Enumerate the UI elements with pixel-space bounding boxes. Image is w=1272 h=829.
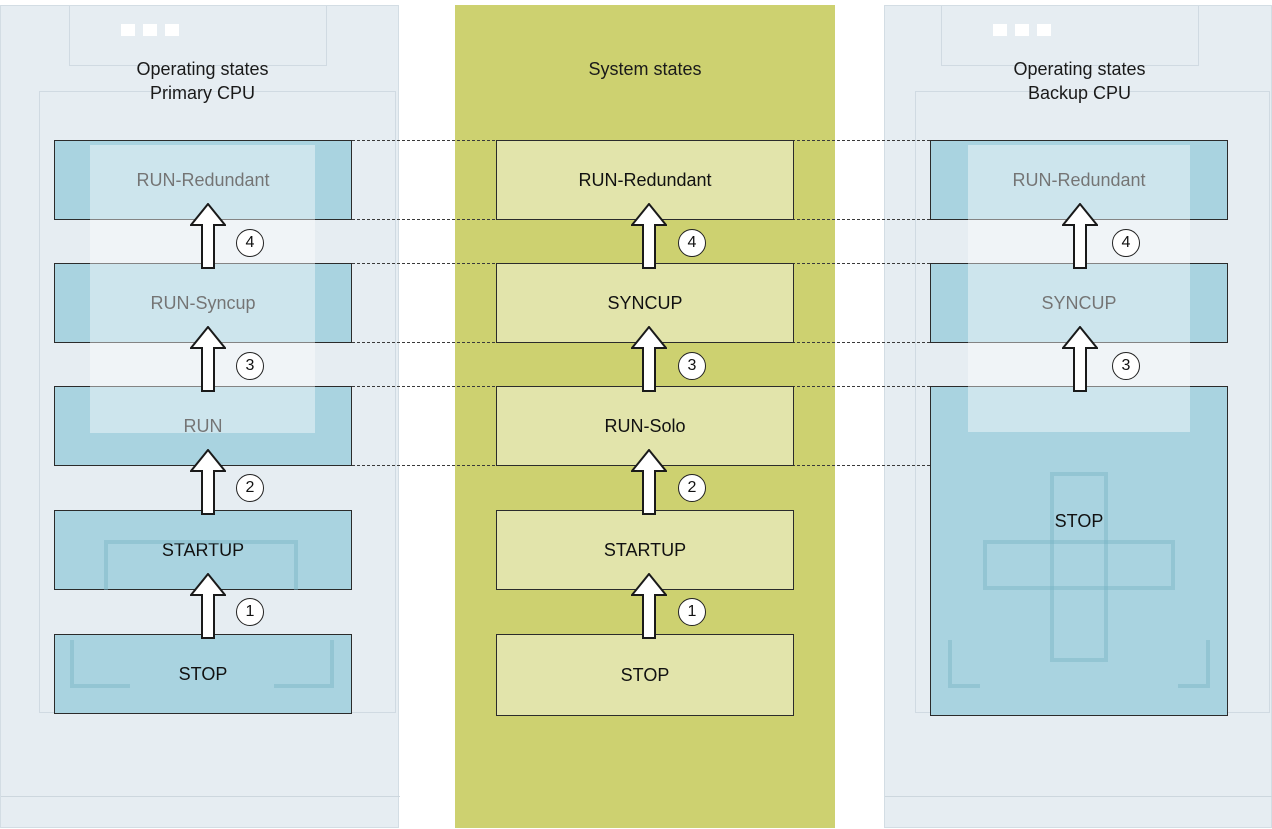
up-arrow-icon — [631, 573, 667, 639]
up-arrow-icon — [190, 449, 226, 515]
state-label: STOP — [178, 663, 228, 684]
system-state-syncup: SYNCUP — [496, 263, 794, 343]
system-state-run-redundant: RUN-Redundant — [496, 140, 794, 220]
primary-corner-decoration — [70, 640, 130, 688]
transition-number-badge: 1 — [678, 598, 706, 626]
system-state-run-solo: RUN-Solo — [496, 386, 794, 466]
state-label: RUN-Redundant — [578, 169, 712, 190]
state-label: SYNCUP — [607, 292, 683, 313]
up-arrow-icon — [190, 326, 226, 392]
backup-state-stop: STOP — [930, 386, 1228, 716]
backup-cpu-header: Operating states Backup CPU — [937, 57, 1222, 105]
system-state-stop: STOP — [496, 634, 794, 716]
system-state-startup: STARTUP — [496, 510, 794, 590]
state-label: STARTUP — [603, 539, 687, 560]
cpu-display-dots-icon — [121, 24, 181, 40]
primary-corner-decoration — [274, 640, 334, 688]
cpu-module-bottom-line — [885, 796, 1272, 797]
cpu-display-dots-icon — [993, 24, 1053, 40]
state-label: STARTUP — [161, 539, 245, 560]
transition-number-badge: 4 — [236, 229, 264, 257]
state-label: SYNCUP — [1041, 292, 1117, 313]
backup-bracket-decoration — [983, 540, 1175, 590]
backup-header-line-1: Operating states — [1013, 59, 1146, 79]
up-arrow-icon — [631, 449, 667, 515]
backup-corner-decoration — [948, 640, 980, 688]
primary-state-startup: STARTUP — [54, 510, 352, 590]
primary-bracket-decoration — [104, 540, 298, 590]
transition-number-badge: 3 — [1112, 352, 1140, 380]
transition-number-badge: 4 — [678, 229, 706, 257]
transition-number-badge: 3 — [236, 352, 264, 380]
backup-bracket-decoration — [1050, 472, 1108, 662]
transition-number-badge: 2 — [236, 474, 264, 502]
backup-corner-decoration — [1178, 640, 1210, 688]
state-label: STOP — [620, 664, 670, 685]
up-arrow-icon — [1062, 203, 1098, 269]
state-label: RUN-Redundant — [1012, 169, 1146, 190]
primary-header-line-1: Operating states — [136, 59, 269, 79]
state-label: RUN-Syncup — [150, 292, 256, 313]
backup-header-line-2: Backup CPU — [1027, 83, 1132, 103]
backup-state-run-redundant: RUN-Redundant — [930, 140, 1228, 220]
up-arrow-icon — [190, 573, 226, 639]
state-label: RUN — [183, 415, 223, 436]
system-header-text: System states — [588, 59, 702, 79]
state-label: RUN-Redundant — [136, 169, 270, 190]
up-arrow-icon — [190, 203, 226, 269]
up-arrow-icon — [631, 203, 667, 269]
transition-number-badge: 2 — [678, 474, 706, 502]
up-arrow-icon — [631, 326, 667, 392]
transition-number-badge: 1 — [236, 598, 264, 626]
state-label: RUN-Solo — [604, 415, 686, 436]
cpu-module-bottom-line — [1, 796, 400, 797]
primary-header-line-2: Primary CPU — [149, 83, 255, 103]
transition-number-badge: 3 — [678, 352, 706, 380]
primary-state-run-redundant: RUN-Redundant — [54, 140, 352, 220]
cpu-module-top-decoration — [941, 6, 1199, 66]
cpu-module-top-decoration — [69, 6, 327, 66]
up-arrow-icon — [1062, 326, 1098, 392]
primary-cpu-header: Operating states Primary CPU — [60, 57, 345, 105]
system-states-header: System states — [495, 57, 795, 81]
state-label: STOP — [1054, 511, 1104, 531]
transition-number-badge: 4 — [1112, 229, 1140, 257]
